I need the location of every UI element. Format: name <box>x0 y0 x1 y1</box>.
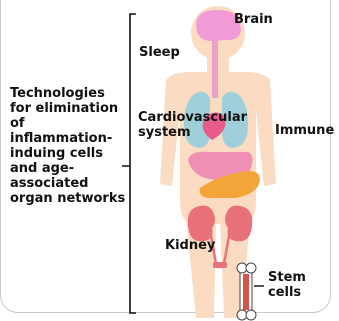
label-immune: Immune <box>275 123 334 138</box>
label-sleep: Sleep <box>139 45 180 60</box>
label-kidney: Kidney <box>165 238 215 253</box>
label-brain: Brain <box>234 12 273 27</box>
label-cardiovascular: Cardiovascular system <box>138 110 247 140</box>
bladder <box>213 262 227 268</box>
bone-icon <box>237 263 256 320</box>
left-caption: Technologies for elimination of inflamma… <box>10 86 128 206</box>
label-stem-cells: Stem cells <box>268 270 306 300</box>
